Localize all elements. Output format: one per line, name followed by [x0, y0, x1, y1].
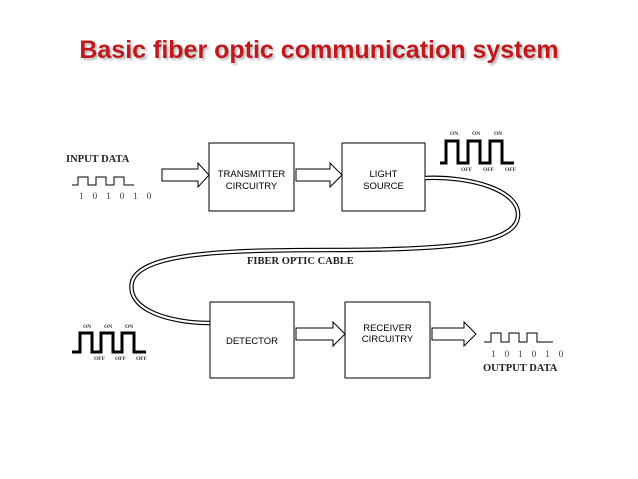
- light-source-label-line2: SOURCE: [363, 181, 404, 192]
- output-square-wave: [484, 332, 553, 343]
- arrow-input-to-transmitter: [161, 161, 210, 189]
- rx-off-label-2: OFF: [115, 356, 127, 362]
- transmitter-label-line1: TRANSMITTER: [218, 169, 286, 180]
- fiber-optic-cable-inner: [130, 176, 520, 325]
- rx-on-label-2: ON: [104, 324, 112, 330]
- tx-off-label-2: OFF: [483, 167, 495, 173]
- receiver-label-line2: CIRCUITRY: [362, 334, 414, 345]
- receiver-label-line1: RECEIVER: [363, 323, 412, 334]
- rx-off-label-1: OFF: [94, 356, 106, 362]
- fiber-optic-cable-label: FIBER OPTIC CABLE: [247, 256, 354, 267]
- tx-on-label-2: ON: [472, 131, 480, 137]
- detector-label: DETECTOR: [226, 336, 278, 347]
- arrow-receiver-to-output: [431, 320, 477, 348]
- light-pulse-wave: [440, 139, 514, 165]
- output-data-label: OUTPUT DATA: [483, 363, 558, 374]
- tx-off-label-3: OFF: [505, 167, 517, 173]
- slide-title: Basic fiber optic communication system: [79, 36, 559, 64]
- tx-on-label-1: ON: [450, 131, 458, 137]
- detector-box: [209, 301, 295, 379]
- tx-off-label-1: OFF: [461, 167, 473, 173]
- input-square-wave: [72, 176, 134, 186]
- detected-pulse-wave: [72, 331, 146, 354]
- light-source-label-line1: LIGHT: [370, 169, 398, 180]
- arrow-detector-to-receiver: [295, 320, 346, 348]
- tx-on-label-3: ON: [494, 131, 502, 137]
- transmitter-label-line2: CIRCUITRY: [226, 181, 278, 192]
- transmitter-box: [208, 142, 295, 212]
- input-data-label: INPUT DATA: [66, 154, 130, 165]
- rx-off-label-3: OFF: [136, 356, 148, 362]
- rx-on-label-1: ON: [83, 324, 91, 330]
- receiver-box: [344, 301, 431, 379]
- output-bits: 1 0 1 0 1 0: [491, 350, 567, 360]
- input-bits: 1 0 1 0 1 0: [79, 192, 155, 202]
- light-source-box: [341, 142, 426, 212]
- arrow-transmitter-to-source: [295, 161, 343, 189]
- rx-on-label-3: ON: [125, 324, 133, 330]
